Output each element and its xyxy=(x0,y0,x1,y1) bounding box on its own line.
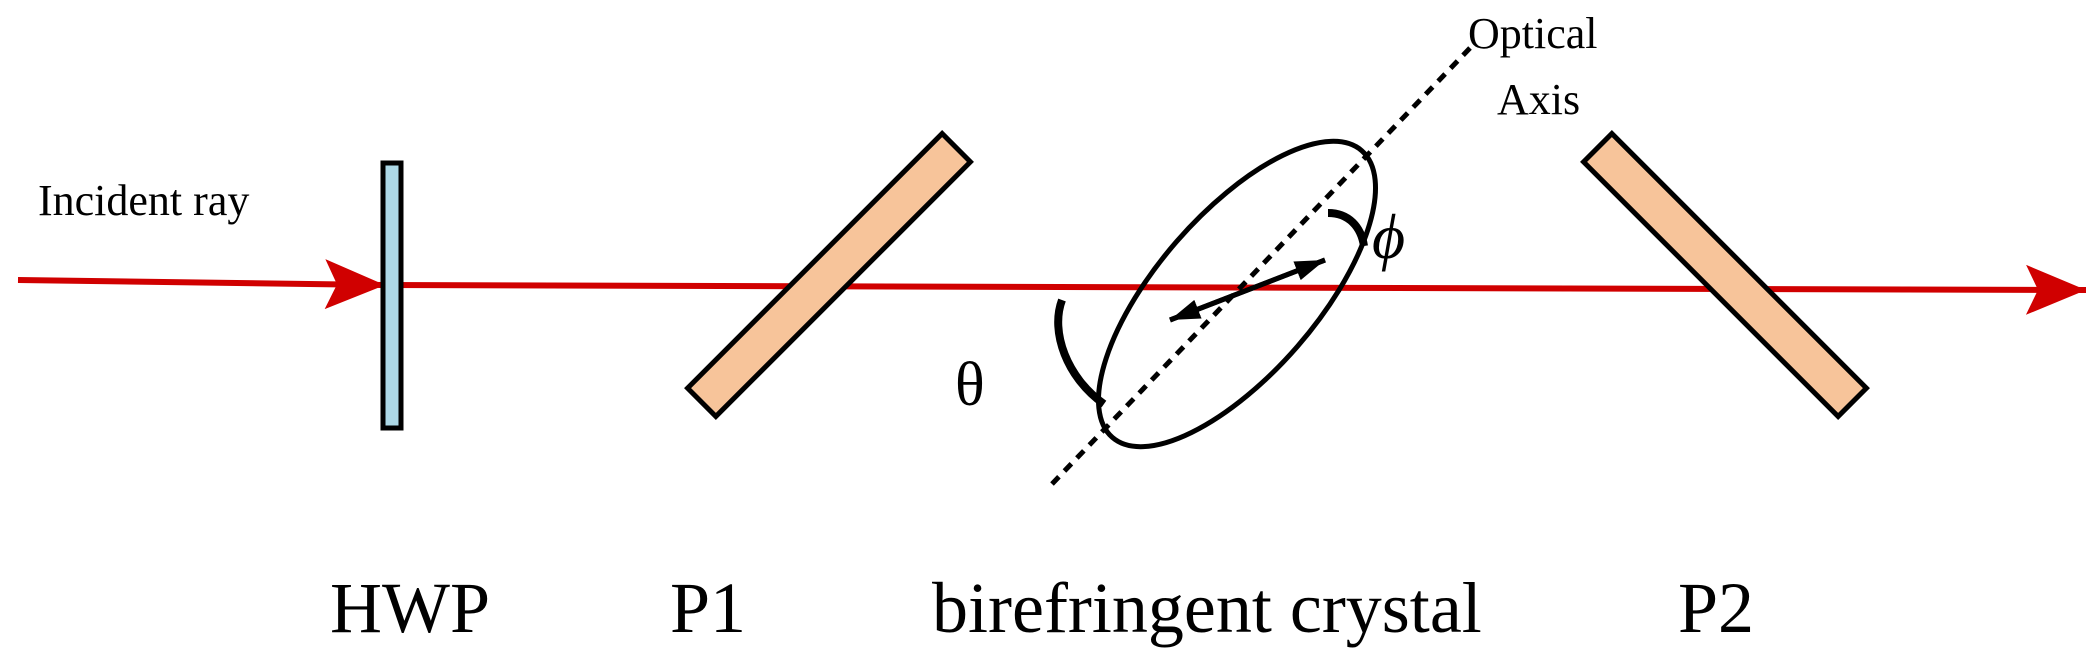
phi-angle-arc xyxy=(1327,209,1368,247)
incident-ray-line xyxy=(17,259,386,310)
main-beam-line xyxy=(384,264,2087,315)
polarizer-p1 xyxy=(684,130,974,420)
birefringent-crystal-label: birefringent crystal xyxy=(932,568,1482,648)
polarizer-p2 xyxy=(1580,130,1870,420)
incident-ray-label: Incident ray xyxy=(38,176,249,225)
optical-axis-label-line1: Optical xyxy=(1468,9,1598,58)
vector-arrow-right xyxy=(1169,257,1326,323)
phi-label: ϕ xyxy=(1372,201,1405,272)
p1-label: P1 xyxy=(670,568,746,648)
p2-label: P2 xyxy=(1678,568,1754,648)
optical-axis-line xyxy=(1050,46,1472,486)
optical-axis-label-line2: Axis xyxy=(1497,75,1580,124)
hwp-label: HWP xyxy=(330,568,490,648)
birefringent-crystal-ellipse xyxy=(1095,138,1379,450)
half-wave-plate xyxy=(380,160,404,431)
theta-label: θ xyxy=(955,351,985,419)
theta-angle-arc xyxy=(1054,298,1107,408)
